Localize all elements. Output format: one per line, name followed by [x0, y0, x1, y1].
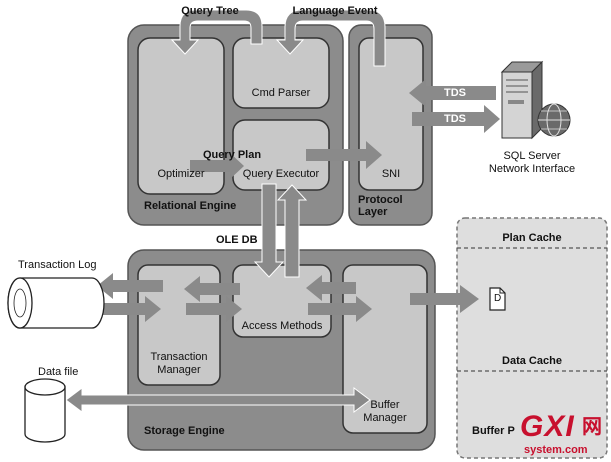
txlog-left-arrow [97, 273, 163, 299]
data-file-icon [24, 378, 66, 443]
am-bm-left-arrow [306, 275, 356, 301]
data-cache-label: Data Cache [502, 355, 562, 367]
executor-to-sni-arrow [306, 141, 382, 169]
tds-in-arrow [409, 79, 496, 107]
server-icon [500, 60, 571, 140]
query-executor-label: Query Executor [242, 168, 320, 180]
server-label-1: SQL Server [503, 150, 561, 162]
ole-db-up-arrow [276, 184, 308, 278]
page-marker-label: D [494, 293, 502, 304]
buffer-pool-panel [456, 217, 608, 459]
bm-to-pool-arrow [410, 285, 479, 313]
buffer-manager-label-2: Manager [363, 412, 407, 424]
watermark-domain: system.com [524, 444, 588, 456]
cmd-parser-box [232, 37, 330, 109]
access-methods-label: Access Methods [241, 320, 323, 332]
protocol-layer-title-1: Protocol [358, 194, 403, 206]
ole-db-down-arrow [253, 183, 285, 278]
language-event-arrow [275, 9, 386, 67]
access-methods-box [232, 264, 332, 338]
query-plan-label: Query Plan [203, 149, 262, 161]
ole-db-label: OLE DB [216, 234, 258, 246]
transaction-log-icon [7, 277, 105, 329]
data-file-label: Data file [38, 366, 79, 378]
relational-engine-title: Relational Engine [144, 200, 237, 212]
sni-label: SNI [381, 168, 401, 180]
optimizer-label: Optimizer [157, 168, 205, 180]
am-bm-right-arrow [308, 296, 372, 322]
query-tree-label: Query Tree [181, 5, 239, 17]
transaction-log-label: Transaction Log [18, 259, 97, 271]
plan-cache-label: Plan Cache [502, 232, 562, 244]
txlog-right-arrow [97, 296, 161, 322]
language-event-label: Language Event [292, 5, 378, 17]
transaction-manager-label-2: Manager [157, 364, 201, 376]
watermark-cn: 网 [582, 416, 602, 438]
tds-in-label: TDS [444, 87, 466, 99]
buffer-manager-label-1: Buffer [370, 399, 400, 411]
transaction-manager-label-1: Transaction [150, 351, 208, 363]
tds-out-label: TDS [444, 113, 466, 125]
tds-out-arrow [412, 105, 500, 133]
storage-engine-title: Storage Engine [144, 425, 225, 437]
datafile-bm-arrow [65, 387, 371, 413]
query-tree-arrow [170, 9, 263, 55]
tm-am-left-arrow [184, 276, 240, 302]
server-label-2: Network Interface [488, 163, 576, 175]
tm-am-right-arrow [186, 296, 242, 322]
query-plan-arrow [190, 153, 244, 179]
watermark-brand: GXI [520, 410, 575, 443]
protocol-layer-title-2: Layer [358, 206, 388, 218]
cmd-parser-label: Cmd Parser [251, 87, 311, 99]
buffer-pool-title: Buffer P [472, 425, 515, 437]
